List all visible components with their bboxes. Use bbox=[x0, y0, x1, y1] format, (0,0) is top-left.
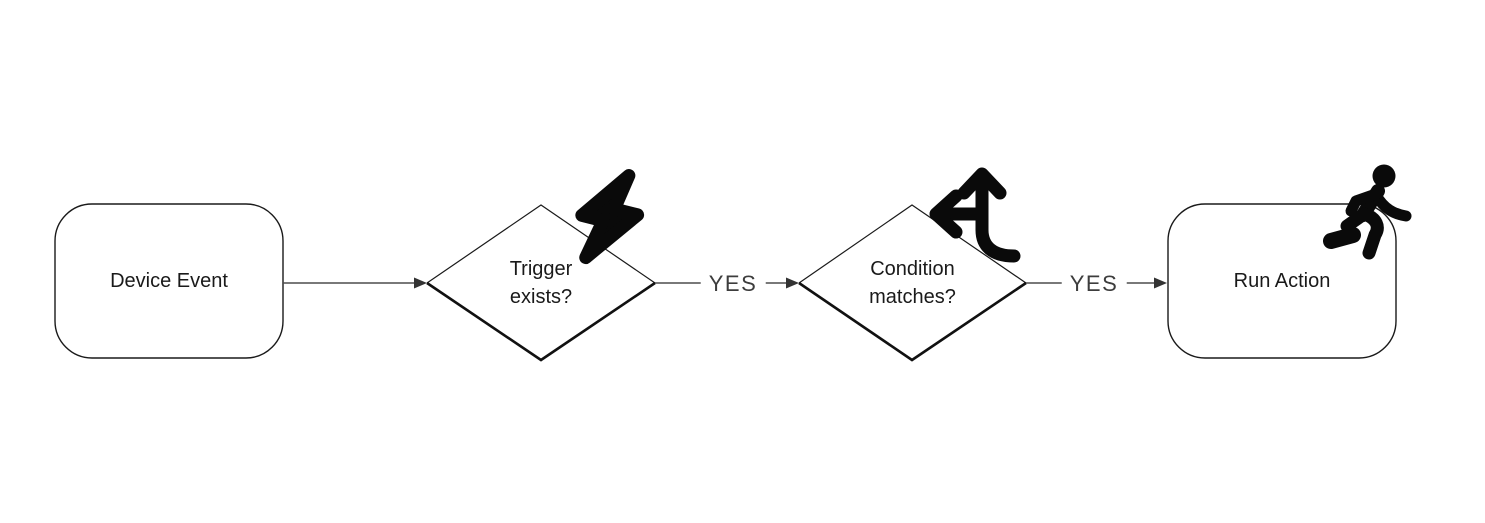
node-run-action-shape bbox=[1167, 203, 1397, 359]
node-trigger-exists-shape bbox=[426, 204, 656, 362]
arrowhead-icon bbox=[786, 277, 799, 289]
arrowhead-icon bbox=[1154, 277, 1167, 289]
running-person-icon bbox=[1323, 164, 1412, 260]
node-device-event-shape bbox=[54, 203, 284, 359]
lightning-bolt-icon bbox=[575, 169, 645, 265]
arrowhead-icon bbox=[414, 277, 427, 289]
node-condition-matches-shape bbox=[798, 204, 1027, 362]
edge-trigger-to-condition bbox=[655, 277, 799, 289]
edge-device-event-to-trigger bbox=[283, 277, 427, 289]
edge-condition-to-run-action bbox=[1026, 277, 1167, 289]
split-arrows-icon bbox=[929, 167, 1021, 263]
